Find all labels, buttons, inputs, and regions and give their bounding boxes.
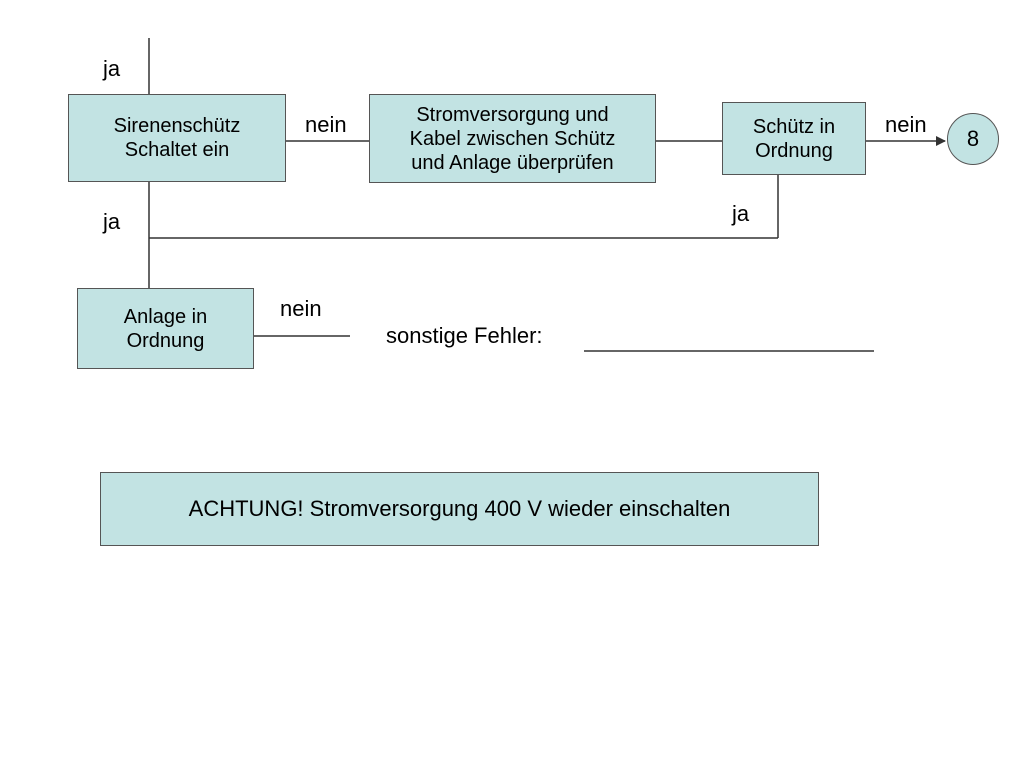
box-achtung-warning: ACHTUNG! Stromversorgung 400 V wieder ei… xyxy=(100,472,819,546)
label-ja-right: ja xyxy=(732,201,750,226)
label-sonstige-fehler: sonstige Fehler: xyxy=(386,323,543,348)
label-nein-1: nein xyxy=(305,112,347,137)
box-stromversorgung-pruefen: Stromversorgung und Kabel zwischen Schüt… xyxy=(369,94,656,183)
label-ja-left: ja xyxy=(103,209,121,234)
box-anlage-in-ordnung: Anlage in Ordnung xyxy=(77,288,254,369)
box-sirenenschuetz-schaltet-ein: Sirenenschütz Schaltet ein xyxy=(68,94,286,182)
label-nein-anlage: nein xyxy=(280,296,322,321)
connector-circle-page-8: 8 xyxy=(947,113,999,165)
label-ja-top: ja xyxy=(103,56,121,81)
box-schuetz-in-ordnung: Schütz in Ordnung xyxy=(722,102,866,175)
label-nein-2: nein xyxy=(885,112,927,137)
